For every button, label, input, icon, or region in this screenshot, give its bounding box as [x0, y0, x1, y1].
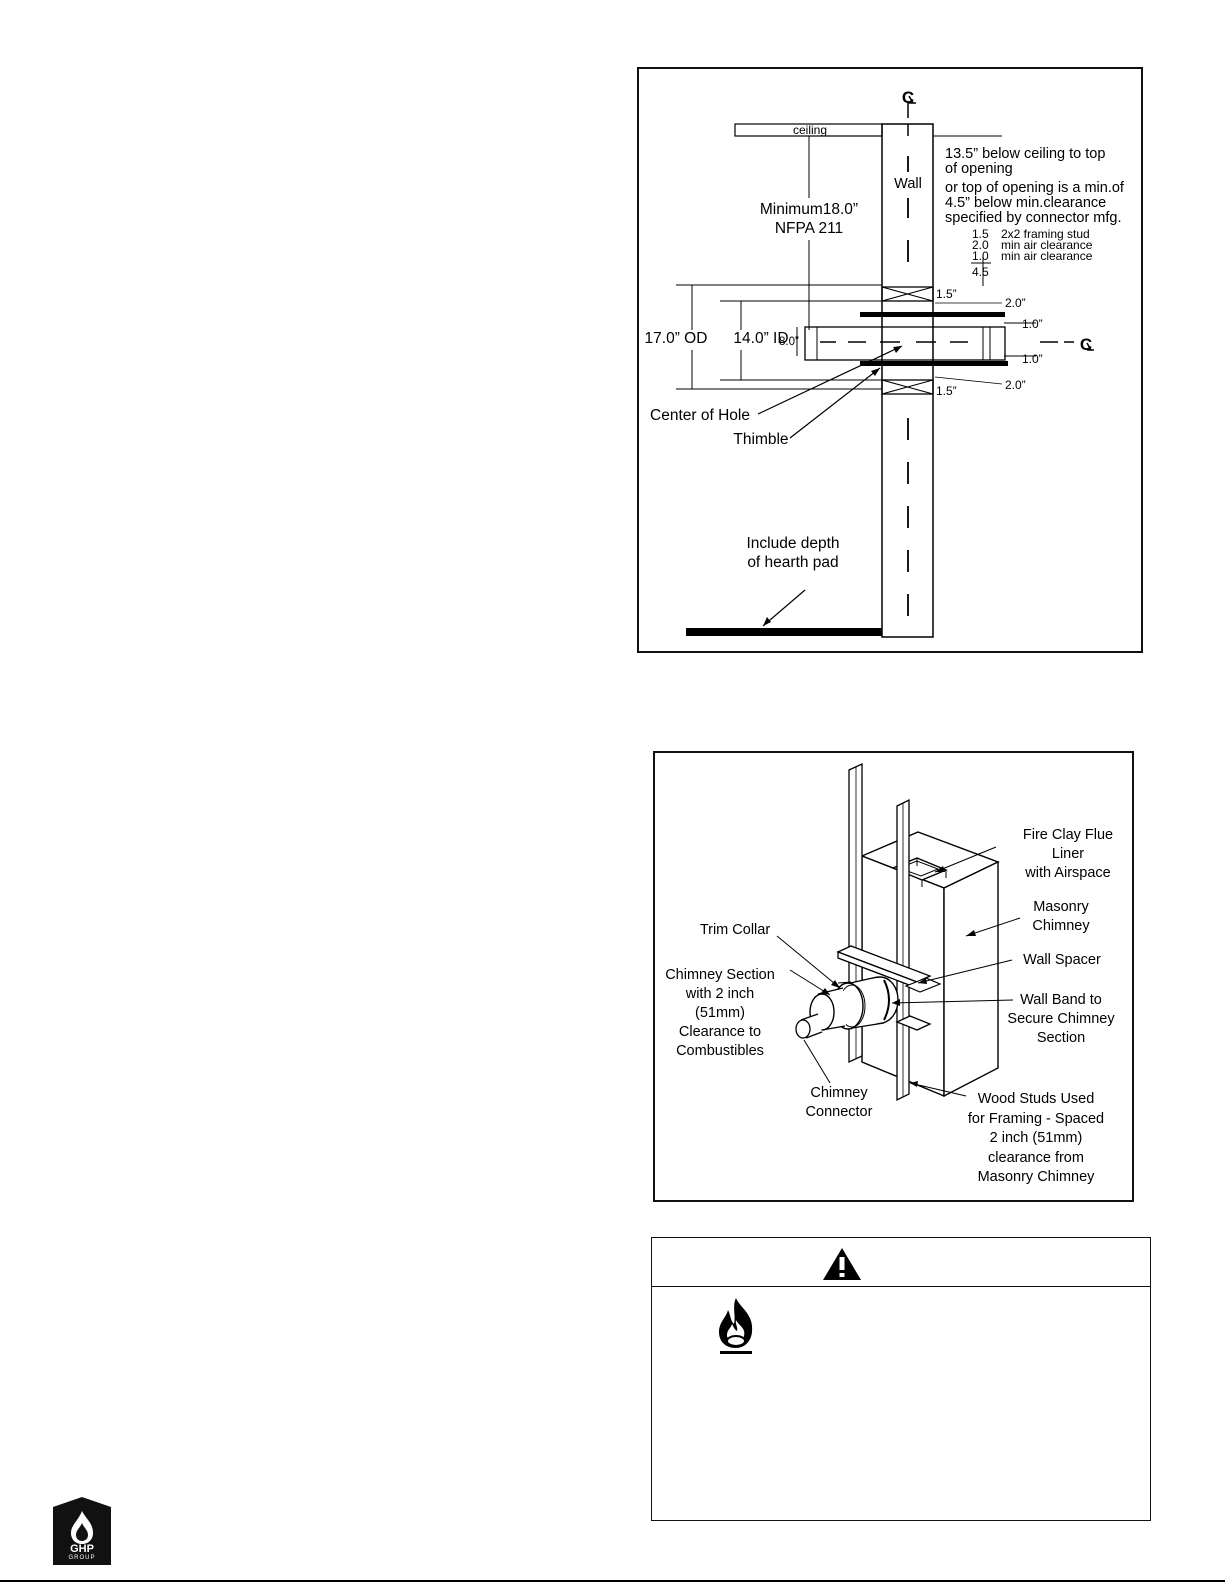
- calc-value-1: 1.5: [972, 227, 989, 241]
- wall-band-line1: Wall Band to: [1020, 992, 1102, 1008]
- calc-value-3: 1.0: [972, 249, 989, 263]
- dim-small-top: 1.0”: [1022, 317, 1043, 331]
- chimney-section-line2: with 2 inch: [684, 986, 754, 1002]
- calc-label-2: min air clearance: [1001, 238, 1093, 252]
- min-height-line2: NFPA 211: [774, 220, 842, 237]
- hearth-line2: of hearth pad: [747, 554, 838, 571]
- connector-line2: Connector: [805, 1104, 872, 1120]
- calc-label-3: min air clearance: [1001, 249, 1093, 263]
- hearth-line1: Include depth: [746, 535, 839, 552]
- min-height-line1: Minimum18.0”: [759, 201, 857, 218]
- chimney-section-line5: Combustibles: [676, 1043, 764, 1059]
- masonry-line2: Chimney: [1032, 918, 1090, 934]
- warning-triangle-icon: [823, 1248, 861, 1280]
- dim-air-bottom: 2.0”: [1005, 378, 1026, 392]
- dim-stud-bottom: 1.5”: [936, 384, 957, 398]
- center-of-hole-label: Center of Hole: [650, 407, 750, 424]
- note-line4: 4.5” below min.clearance: [945, 195, 1106, 211]
- logo-text-ghp: GHP: [70, 1543, 94, 1555]
- flame-icon: [719, 1298, 753, 1354]
- chimney-section-line1: Chimney Section: [665, 967, 775, 983]
- note-line2: of opening: [945, 161, 1013, 177]
- centerline-symbol-top: C: [901, 88, 913, 107]
- note-line5: specified by connector mfg.: [945, 210, 1122, 226]
- centerline-symbol-right: C: [1079, 335, 1091, 354]
- note-line3: or top of opening is a min.of: [945, 180, 1125, 196]
- studs-line3: 2 inch (51mm): [989, 1130, 1082, 1146]
- wall-band-line3: Section: [1036, 1030, 1084, 1046]
- trim-collar-label: Trim Collar: [699, 922, 770, 938]
- connector-line1: Chimney: [810, 1085, 868, 1101]
- flue-liner-line3: with Airspace: [1024, 865, 1110, 881]
- thimble-label: Thimble: [733, 431, 788, 448]
- pipe-diameter-label: 8.0”: [779, 336, 799, 348]
- wall-band-line2: Secure Chimney: [1007, 1011, 1115, 1027]
- dim-air-top: 2.0”: [1005, 296, 1026, 310]
- studs-line4: clearance from: [988, 1150, 1084, 1166]
- wall-label: Wall: [894, 176, 922, 192]
- calc-label-1: 2x2 framing stud: [1001, 227, 1090, 241]
- dim-stud-top: 1.5”: [936, 287, 957, 301]
- figure-masonry-chimney: Fire Clay Flue Liner with Airspace Mason…: [653, 751, 1134, 1202]
- masonry-line1: Masonry: [1033, 899, 1089, 915]
- flue-liner-line1: Fire Clay Flue: [1022, 827, 1112, 843]
- calc-value-2: 2.0: [972, 238, 989, 252]
- od-label: 17.0” OD: [644, 330, 707, 347]
- flue-liner-line2: Liner: [1051, 846, 1083, 862]
- figure-thimble-clearance: ceiling C Wall Minimum18.0” NFPA 211 13.…: [637, 67, 1143, 653]
- footer-rule: [0, 1580, 1225, 1582]
- warning-header: [652, 1238, 1150, 1287]
- studs-line2: for Framing - Spaced: [967, 1111, 1103, 1127]
- id-label: 14.0” ID: [733, 330, 788, 347]
- studs-line1: Wood Studs Used: [977, 1091, 1094, 1107]
- chimney-section-line4: Clearance to: [678, 1024, 760, 1040]
- warning-box: [651, 1237, 1151, 1521]
- wall-spacer-label: Wall Spacer: [1023, 952, 1101, 968]
- note-line1: 13.5” below ceiling to top: [945, 146, 1105, 162]
- ghp-group-logo: GHP GROUP: [53, 1497, 111, 1565]
- logo-text-group: GROUP: [68, 1555, 96, 1561]
- chimney-section-line3: (51mm): [695, 1005, 745, 1021]
- dim-small-bottom: 1.0”: [1022, 352, 1043, 366]
- studs-line5: Masonry Chimney: [977, 1169, 1095, 1185]
- calc-total: 4.5: [972, 265, 989, 279]
- ceiling-label: ceiling: [792, 123, 826, 137]
